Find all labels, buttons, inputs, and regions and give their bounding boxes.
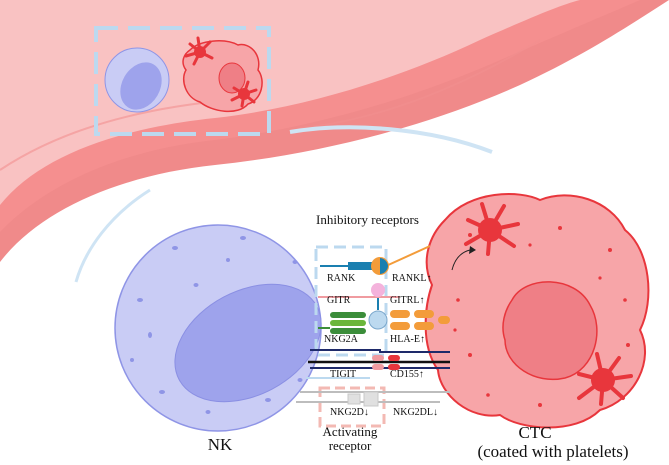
activating-box [318, 386, 386, 428]
ctc-cell [424, 193, 650, 429]
platelet-arrow [451, 249, 471, 271]
tigit-label: TIGIT [330, 369, 357, 380]
zoom-arc-left [74, 188, 151, 283]
rankl-label: RANKL↑ [392, 273, 432, 284]
arrow-head [469, 246, 476, 254]
cd155-label: CD155↑ [390, 369, 424, 380]
small-ctc-cell [182, 36, 263, 113]
nkg2d-label: NKG2D↓ [330, 407, 369, 418]
small-nk-cell [104, 47, 170, 113]
nkg2dl-label: NKG2DL↓ [393, 407, 438, 418]
nk-cell [114, 224, 322, 432]
rank-label: RANK [327, 273, 356, 284]
ctc-label: CTC [518, 423, 552, 442]
platelet-bottom [577, 352, 633, 406]
nkg2d-receptor [347, 391, 379, 407]
gitr-label: GITR [327, 295, 351, 306]
rank-receptor [348, 257, 389, 275]
zoom-arc [289, 125, 493, 154]
hla-e-label: HLA-E↑ [390, 334, 425, 345]
nkg2a-receptor [330, 310, 388, 334]
zoom-box [94, 26, 271, 136]
hla-e-ligand [390, 310, 450, 330]
inhibitory-receptors-label: Inhibitory receptors [316, 212, 419, 227]
gitrl-label: GITRL↑ [390, 295, 425, 306]
gitr-receptor [371, 283, 385, 310]
nk-label: NK [207, 435, 233, 454]
platelet-top [464, 202, 520, 256]
ctc-subtitle: (coated with platelets) [477, 442, 629, 461]
tigit-receptor [372, 355, 400, 370]
activating-receptor-label: Activating receptor [322, 424, 378, 454]
nkg2a-label: NKG2A [324, 334, 358, 345]
